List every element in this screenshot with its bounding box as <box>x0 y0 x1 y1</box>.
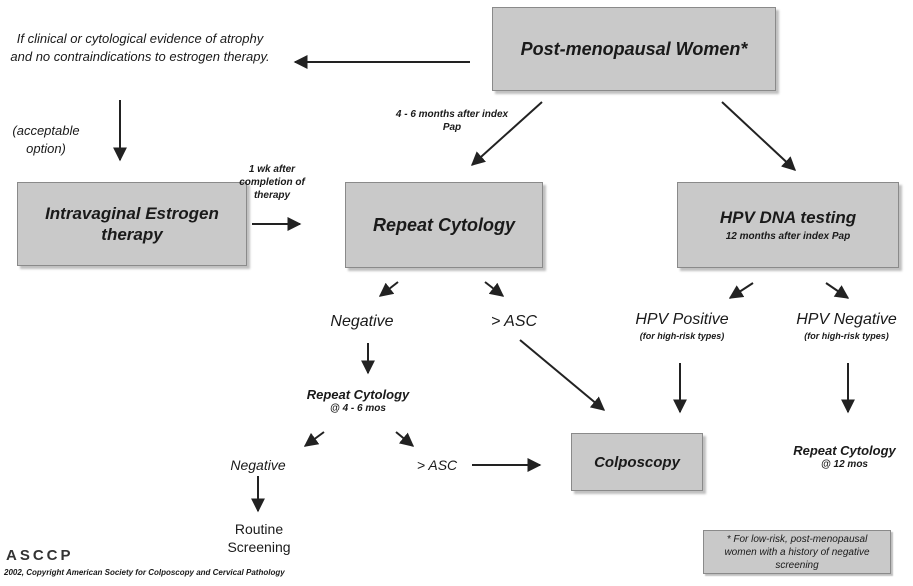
arrow-hpv-to-positive <box>728 282 754 299</box>
arrow-repeat46-to-asc2 <box>395 431 415 447</box>
arrow-hpv-to-negative <box>825 282 850 299</box>
hpv-testing-box: HPV DNA testing 12 months after index Pa… <box>677 182 899 268</box>
asccp-logo: ASCCP <box>6 547 74 564</box>
repeat-cytology-12-sub: @ 12 mos <box>821 459 868 470</box>
copyright-text: 2002, Copyright American Society for Col… <box>4 568 285 577</box>
hpv-positive-sub: (for high-risk types) <box>639 331 725 341</box>
hpv-testing-sub: 12 months after index Pap <box>725 231 851 242</box>
repeat-cytology-box: Repeat Cytology <box>345 182 543 268</box>
one-week-after-text: 1 wk after completion of therapy <box>239 164 305 201</box>
repeat-cytology-label: Repeat Cytology <box>372 214 516 235</box>
arrow-repeat-to-asc <box>484 281 505 297</box>
routine-screening-text: Routine Screening <box>227 521 291 555</box>
hpv-testing-label: HPV DNA testing <box>719 208 857 227</box>
negative-1-text: Negative <box>330 313 394 330</box>
repeat-cytology-12-label: Repeat Cytology <box>793 443 896 458</box>
hpv-positive-text: HPV Positive (for high-risk types) <box>617 311 747 341</box>
footnote-box: * For low-risk, post-menopausal women wi… <box>703 530 891 574</box>
atrophy-condition-text: If clinical or cytological evidence of a… <box>10 31 270 64</box>
post-menopausal-box: Post-menopausal Women* <box>492 7 776 91</box>
colposcopy-label: Colposcopy <box>594 453 680 471</box>
arrow-post-to-hpv <box>721 101 797 171</box>
arrow-repeat46-to-negative2 <box>303 431 325 447</box>
repeat-cytology-4-6-label: Repeat Cytology <box>306 387 410 402</box>
negative-2-text: Negative <box>230 457 286 473</box>
arrow-repeat-to-negative <box>378 281 399 297</box>
hpv-positive-label: HPV Positive <box>635 311 729 328</box>
interval-4-6-months-text: 4 - 6 months after index Pap <box>395 109 509 133</box>
arrow-asc-to-colposcopy <box>519 339 606 411</box>
acceptable-option-text: (acceptable option) <box>12 123 80 156</box>
hpv-negative-text: HPV Negative (for high-risk types) <box>780 311 913 341</box>
intravaginal-label: Intravaginal Estrogen therapy <box>45 204 219 244</box>
repeat-cytology-12-text: Repeat Cytology @ 12 mos <box>776 443 913 470</box>
footnote-label: * For low-risk, post-menopausal women wi… <box>724 533 870 571</box>
intravaginal-box: Intravaginal Estrogen therapy <box>17 182 247 266</box>
post-menopausal-label: Post-menopausal Women* <box>520 38 748 59</box>
asc-1-text: > ASC <box>490 313 538 330</box>
repeat-cytology-4-6-sub: @ 4 - 6 mos <box>330 403 386 414</box>
hpv-negative-sub: (for high-risk types) <box>804 331 889 341</box>
asc-2-text: > ASC <box>416 457 458 473</box>
repeat-cytology-4-6-text: Repeat Cytology @ 4 - 6 mos <box>288 387 428 414</box>
colposcopy-box: Colposcopy <box>571 433 703 491</box>
arrow-post-to-repeat <box>470 101 543 166</box>
hpv-negative-label: HPV Negative <box>796 311 897 328</box>
